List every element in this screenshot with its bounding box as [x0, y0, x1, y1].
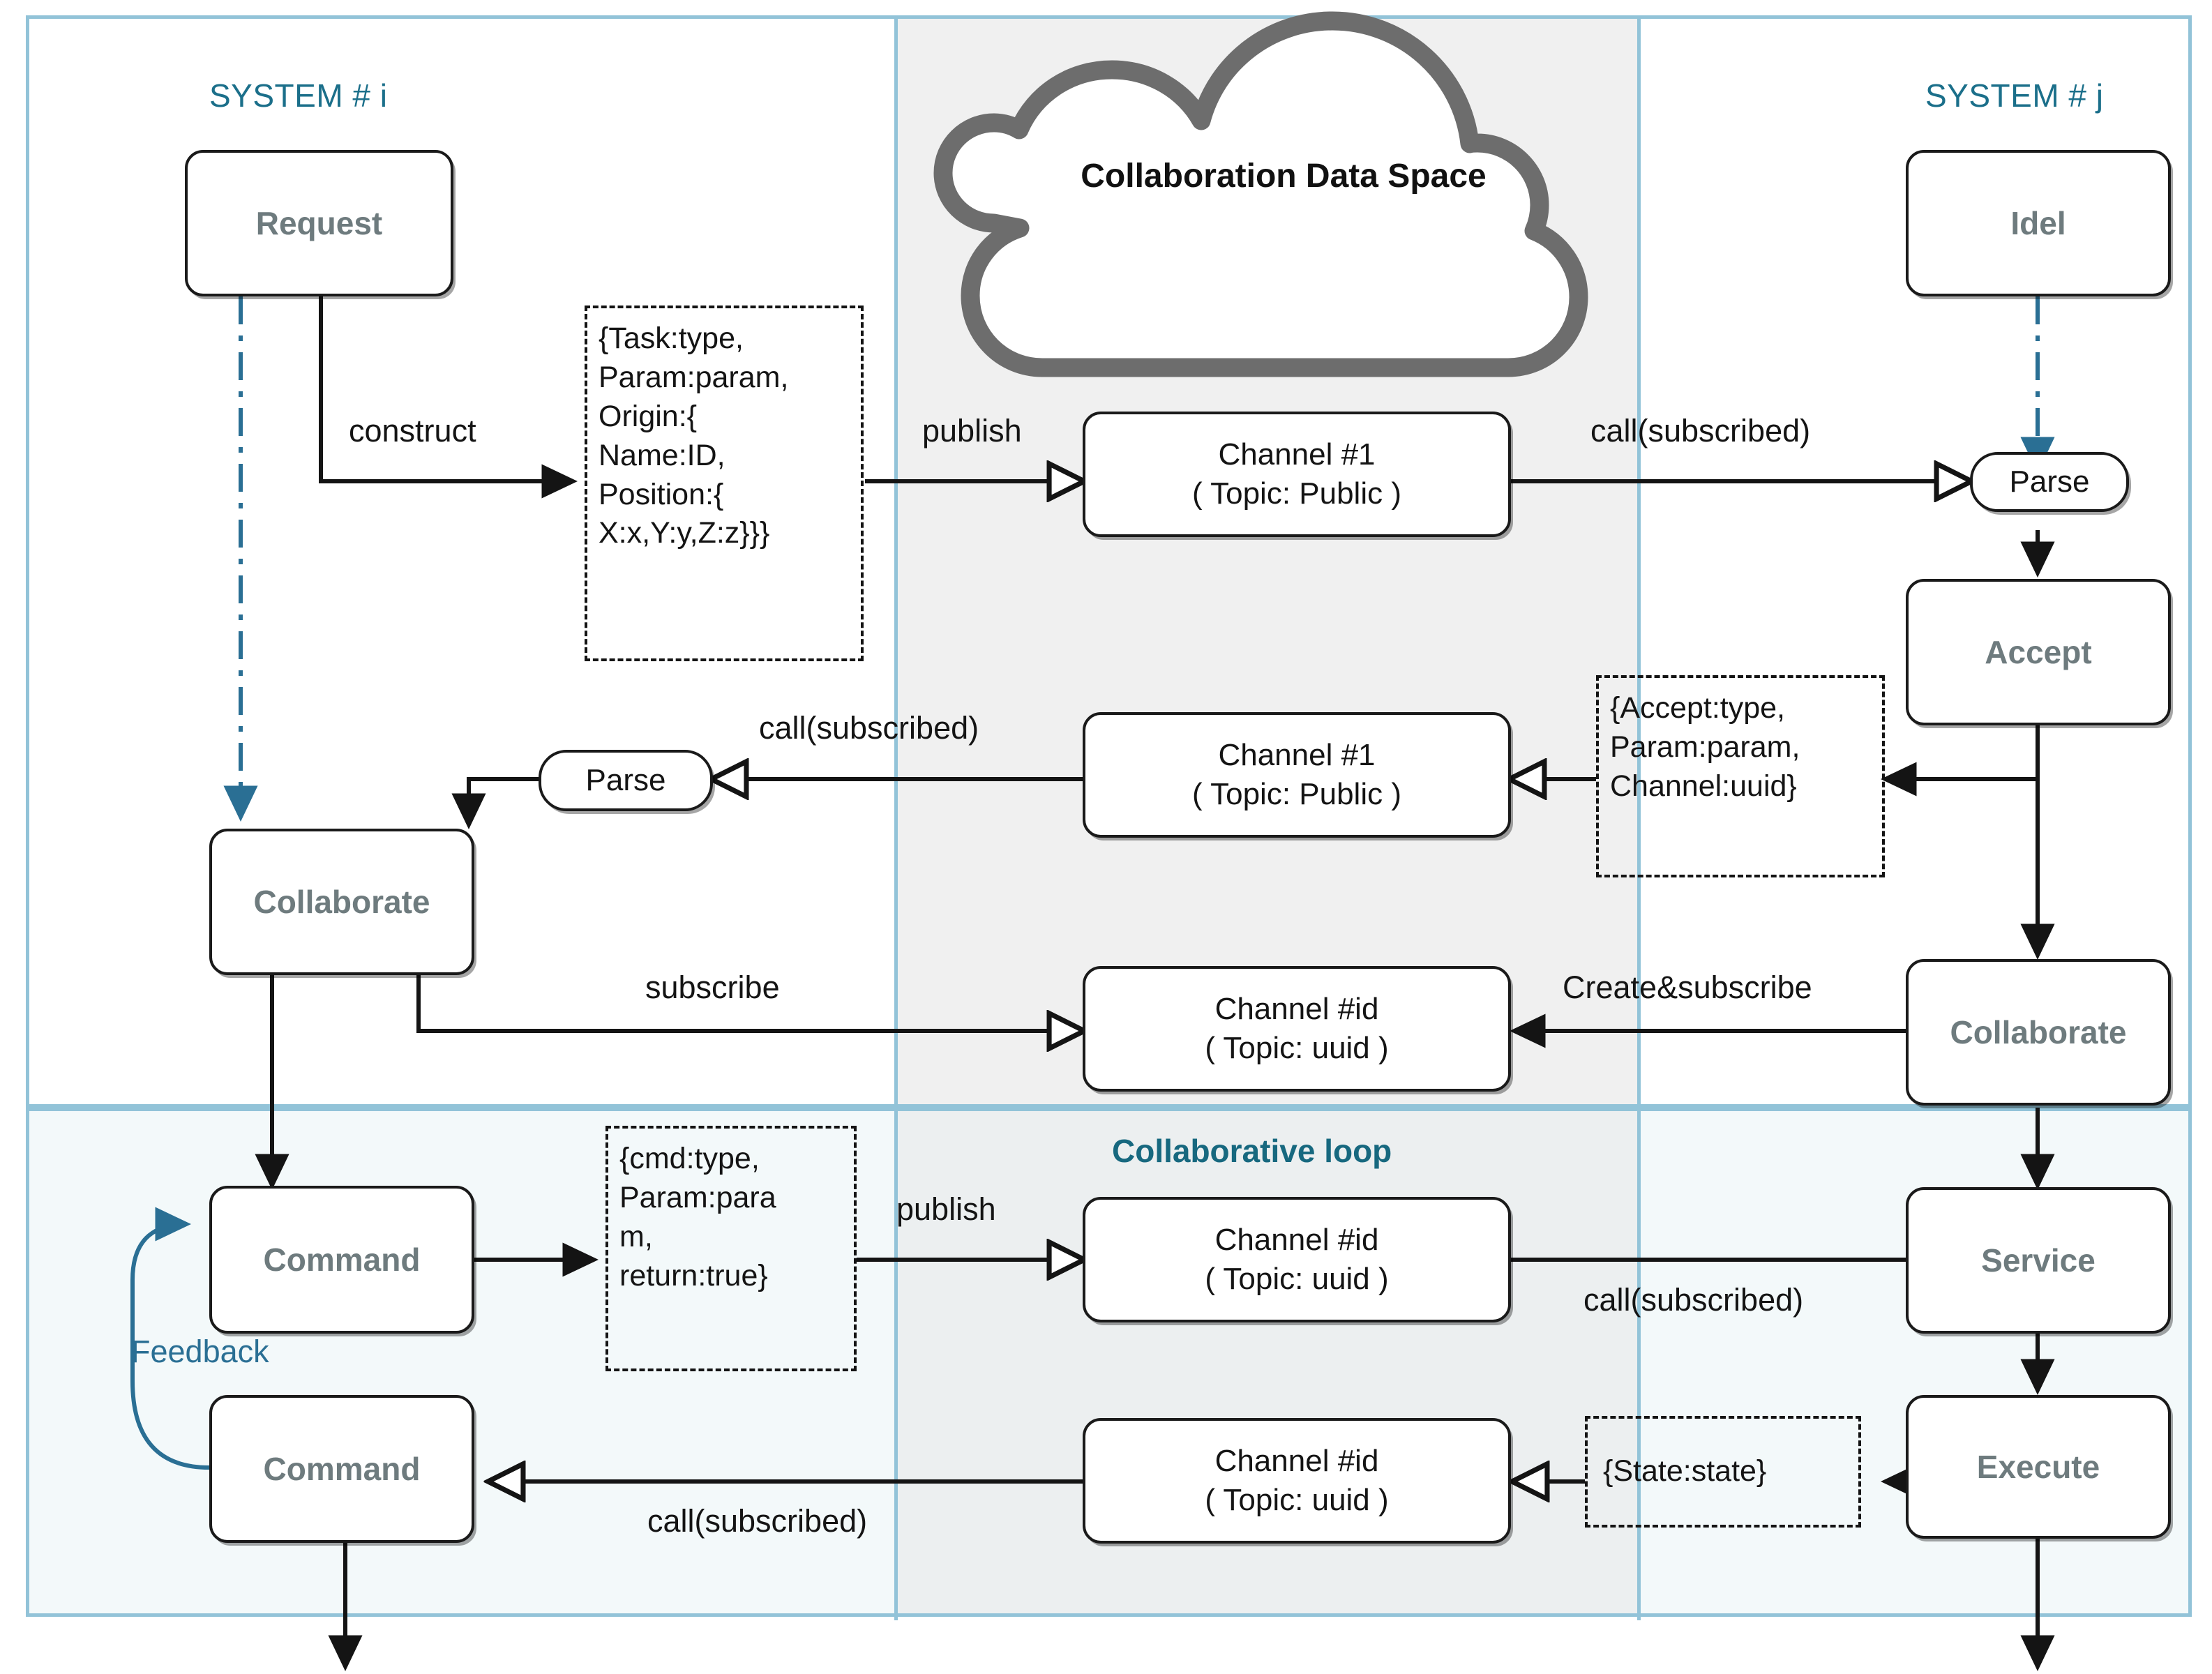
- edge-label-create-subscribe: Create&subscribe: [1563, 970, 1812, 1005]
- channel-uuid-3-name: Channel #id: [1214, 1443, 1379, 1478]
- note-accept-payload: {Accept:type, Param:param, Channel:uuid}: [1596, 675, 1885, 877]
- state-request-label: Request: [255, 205, 383, 241]
- state-command-bottom[interactable]: Command: [209, 1395, 474, 1543]
- edge-label-construct: construct: [349, 413, 476, 448]
- edge-label-feedback: Feedback: [131, 1334, 269, 1369]
- state-collaborate-i-label: Collaborate: [253, 884, 430, 920]
- state-command-top[interactable]: Command: [209, 1186, 474, 1334]
- lane-title-system-j: SYSTEM # j: [1925, 77, 2104, 114]
- channel-public-1[interactable]: Channel #1 ( Topic: Public ): [1083, 412, 1511, 537]
- state-service-label: Service: [1981, 1242, 2096, 1279]
- state-execute[interactable]: Execute: [1906, 1395, 2171, 1539]
- edge-label-publish-loop: publish: [896, 1191, 996, 1227]
- state-collaborate-j[interactable]: Collaborate: [1906, 959, 2171, 1106]
- edge-label-subscribe: subscribe: [645, 970, 780, 1005]
- channel-uuid-1-name: Channel #id: [1214, 991, 1379, 1026]
- channel-public-2[interactable]: Channel #1 ( Topic: Public ): [1083, 712, 1511, 838]
- lane-divider-left: [894, 15, 898, 1620]
- node-parse-right[interactable]: Parse: [1970, 452, 2129, 512]
- channel-public-1-topic: ( Topic: Public ): [1192, 476, 1401, 511]
- node-parse-right-label: Parse: [2009, 465, 2090, 499]
- channel-uuid-3-topic: ( Topic: uuid ): [1205, 1483, 1389, 1517]
- channel-uuid-2[interactable]: Channel #id ( Topic: uuid ): [1083, 1197, 1511, 1322]
- node-parse-left-label: Parse: [585, 763, 666, 797]
- state-accept-label: Accept: [1985, 634, 2092, 670]
- edge-label-call-subscribed-top: call(subscribed): [1590, 413, 1811, 448]
- state-command-bottom-label: Command: [263, 1451, 421, 1487]
- channel-uuid-3[interactable]: Channel #id ( Topic: uuid ): [1083, 1418, 1511, 1544]
- edge-label-call-subscribed-mid: call(subscribed): [759, 710, 979, 746]
- state-idel[interactable]: Idel: [1906, 150, 2171, 296]
- channel-uuid-1-topic: ( Topic: uuid ): [1205, 1031, 1389, 1065]
- lane-divider-right: [1637, 15, 1641, 1620]
- cloud-label: Collaboration Data Space: [1081, 158, 1487, 195]
- channel-uuid-1[interactable]: Channel #id ( Topic: uuid ): [1083, 966, 1511, 1092]
- channel-public-2-name: Channel #1: [1218, 737, 1376, 772]
- note-cmd-payload: {cmd:type, Param:para m, return:true}: [605, 1126, 857, 1371]
- state-accept[interactable]: Accept: [1906, 579, 2171, 725]
- section-title-collaborative-loop: Collaborative loop: [1112, 1133, 1392, 1169]
- note-state-payload: {State:state}: [1585, 1416, 1861, 1528]
- state-collaborate-j-label: Collaborate: [1950, 1014, 2127, 1050]
- state-service[interactable]: Service: [1906, 1187, 2171, 1334]
- edge-label-call-subscribed-loop-left: call(subscribed): [647, 1503, 868, 1539]
- channel-public-2-topic: ( Topic: Public ): [1192, 777, 1401, 811]
- edge-label-publish-top: publish: [922, 413, 1022, 448]
- channel-uuid-2-name: Channel #id: [1214, 1222, 1379, 1257]
- state-idel-label: Idel: [2010, 205, 2066, 241]
- node-parse-left[interactable]: Parse: [539, 750, 713, 811]
- channel-uuid-2-topic: ( Topic: uuid ): [1205, 1262, 1389, 1296]
- channel-public-1-name: Channel #1: [1218, 437, 1376, 472]
- state-execute-label: Execute: [1976, 1449, 2100, 1485]
- edge-label-call-subscribed-loop-right: call(subscribed): [1583, 1282, 1804, 1318]
- note-task-payload: {Task:type, Param:param, Origin:{ Name:I…: [585, 306, 864, 661]
- state-collaborate-i[interactable]: Collaborate: [209, 829, 474, 975]
- state-command-top-label: Command: [263, 1242, 421, 1278]
- lane-title-system-i: SYSTEM # i: [209, 77, 388, 114]
- state-request[interactable]: Request: [185, 150, 453, 296]
